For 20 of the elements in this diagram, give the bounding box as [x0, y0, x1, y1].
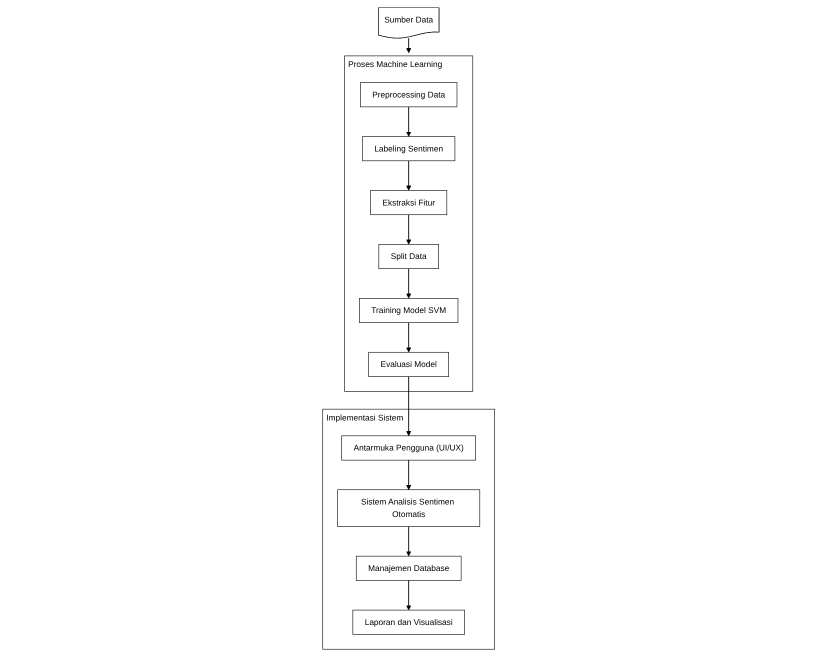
node-box: Evaluasi Model	[368, 352, 449, 377]
node-box: Labeling Sentimen	[362, 136, 456, 162]
node-box: Preprocessing Data	[360, 82, 458, 108]
arrow	[406, 580, 412, 610]
arrow	[406, 460, 412, 490]
arrow	[406, 160, 412, 191]
node-box: Split Data	[378, 244, 439, 269]
node-box: Sistem Analisis Sentimen Otomatis	[337, 489, 480, 527]
arrow	[406, 526, 412, 556]
node-box: Ekstraksi Fitur	[370, 190, 447, 216]
node-box: Laporan dan Visualisasi	[352, 610, 465, 635]
arrow	[406, 38, 412, 54]
arrow	[406, 106, 412, 137]
node-box: Antarmuka Pengguna (UI/UX)	[341, 436, 476, 460]
arrow	[406, 322, 412, 352]
arrow	[406, 214, 412, 245]
node-box: Manajemen Database	[356, 556, 462, 581]
arrow	[406, 268, 412, 299]
node-box: Training Model SVM	[358, 298, 458, 323]
arrow	[406, 376, 412, 436]
